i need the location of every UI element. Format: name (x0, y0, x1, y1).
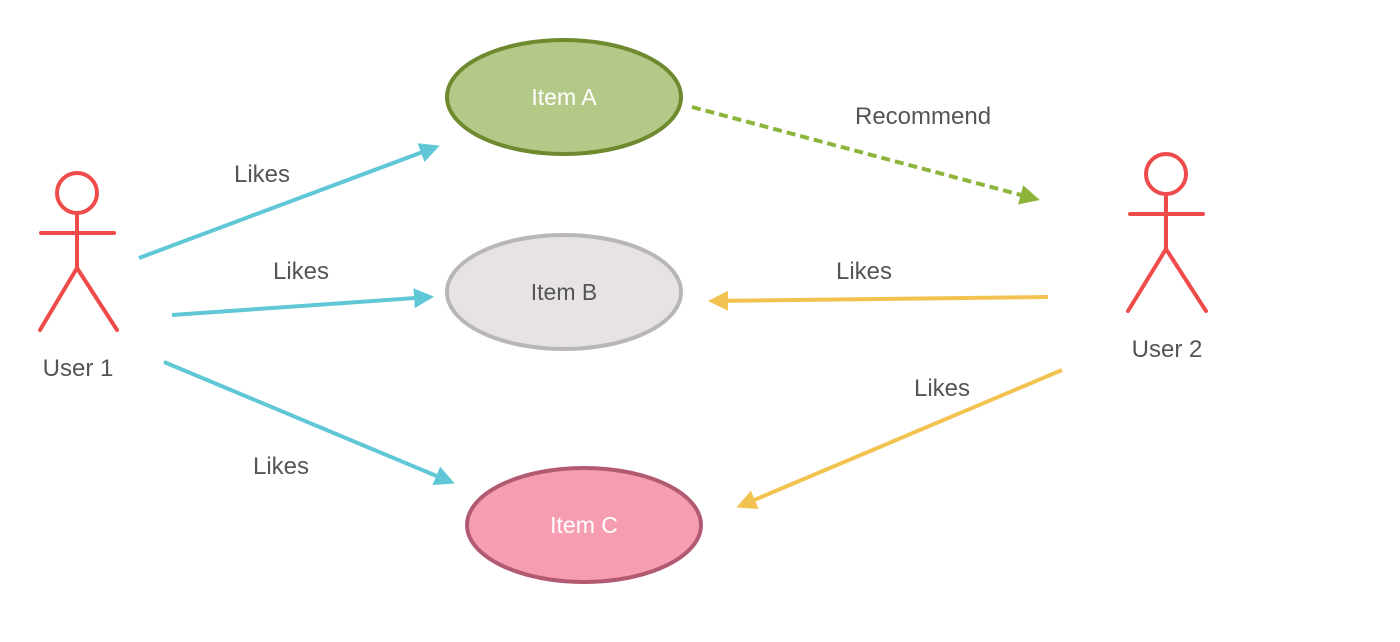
node-item-a-label: Item A (531, 84, 597, 110)
edge-user1-item-a (138, 143, 440, 260)
node-item-c-label: Item C (550, 512, 618, 538)
actor-user-1 (38, 171, 119, 332)
edge-user2-item-c (736, 368, 1063, 509)
edge-user1-item-c (163, 360, 455, 486)
edge-label-user1-item-a: Likes (234, 161, 290, 188)
node-item-b: Item B (445, 233, 683, 351)
actor-user-1-label: User 1 (43, 355, 114, 382)
node-item-b-label: Item B (531, 279, 597, 305)
actor-user-2-head (1144, 152, 1188, 196)
edge-label-user1-item-b: Likes (273, 258, 329, 285)
edge-label-recommend: Recommend (855, 103, 991, 130)
edge-item-a-user2-recommend (691, 105, 1040, 205)
edge-user2-item-b (708, 290, 1049, 311)
actor-user-2 (1126, 152, 1208, 313)
actor-user-1-head (55, 171, 99, 215)
node-item-c: Item C (465, 466, 703, 584)
actor-user-2-label: User 2 (1132, 336, 1203, 363)
edge-label-user2-item-c: Likes (914, 375, 970, 402)
edge-user1-item-b (171, 288, 434, 317)
node-item-a: Item A (445, 38, 683, 156)
edge-label-user2-item-b: Likes (836, 258, 892, 285)
edge-label-user1-item-c: Likes (253, 453, 309, 480)
